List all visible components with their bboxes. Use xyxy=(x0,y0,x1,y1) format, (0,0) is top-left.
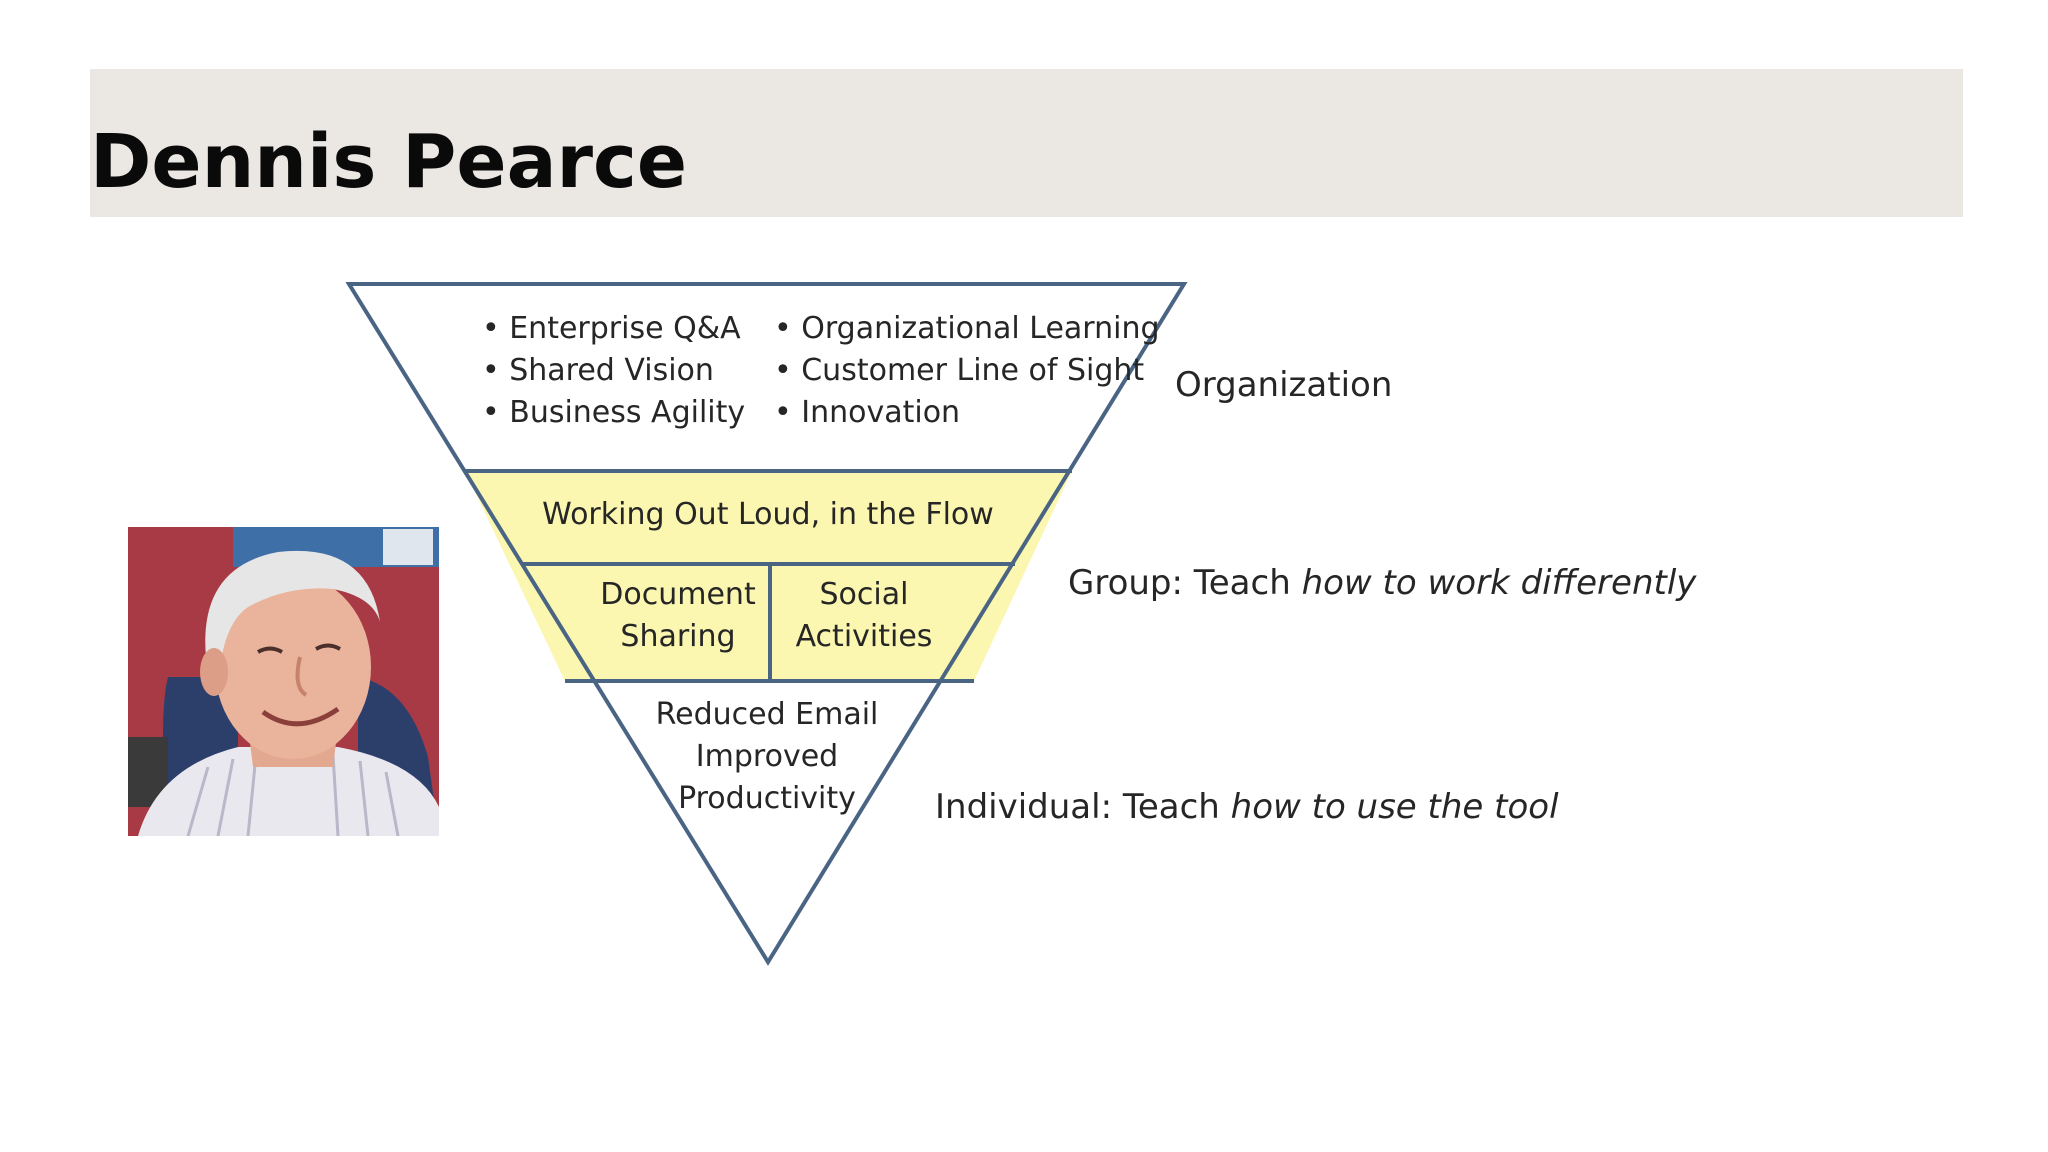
bullet-shared-vision: • Shared Vision xyxy=(482,353,714,388)
slide-title: Dennis Pearce xyxy=(90,119,688,205)
bottom-improved: Improved xyxy=(696,739,838,774)
middle-band-label: Working Out Loud, in the Flow xyxy=(542,497,994,532)
label-group: Group: Teach how to work differently xyxy=(1068,563,1697,603)
bullet-innovation: • Innovation xyxy=(774,395,960,430)
bottom-productivity: Productivity xyxy=(678,781,856,816)
label-individual-italic: how to use the tool xyxy=(1231,787,1559,827)
label-individual-prefix: Individual: Teach xyxy=(935,787,1231,827)
label-individual: Individual: Teach how to use the tool xyxy=(935,787,1559,827)
bullet-customer-line-of-sight: • Customer Line of Sight xyxy=(774,353,1144,388)
title-band xyxy=(90,69,1963,217)
pyramid-outline xyxy=(345,282,1188,966)
bullet-organizational-learning: • Organizational Learning xyxy=(774,311,1160,346)
cell-social-line2: Activities xyxy=(796,619,933,654)
bullet-business-agility: • Business Agility xyxy=(482,395,745,430)
cell-document-line1: Document xyxy=(600,577,756,612)
label-organization: Organization xyxy=(1175,365,1392,405)
bullet-enterprise-qa: • Enterprise Q&A xyxy=(482,311,741,346)
bottom-reduced-email: Reduced Email xyxy=(656,697,879,732)
cell-document-line2: Sharing xyxy=(620,619,735,654)
cell-social-line1: Social xyxy=(820,577,909,612)
label-group-italic: how to work differently xyxy=(1302,563,1698,603)
person-photo-icon xyxy=(128,527,439,836)
label-group-prefix: Group: Teach xyxy=(1068,563,1302,603)
portrait-photo xyxy=(128,527,439,836)
